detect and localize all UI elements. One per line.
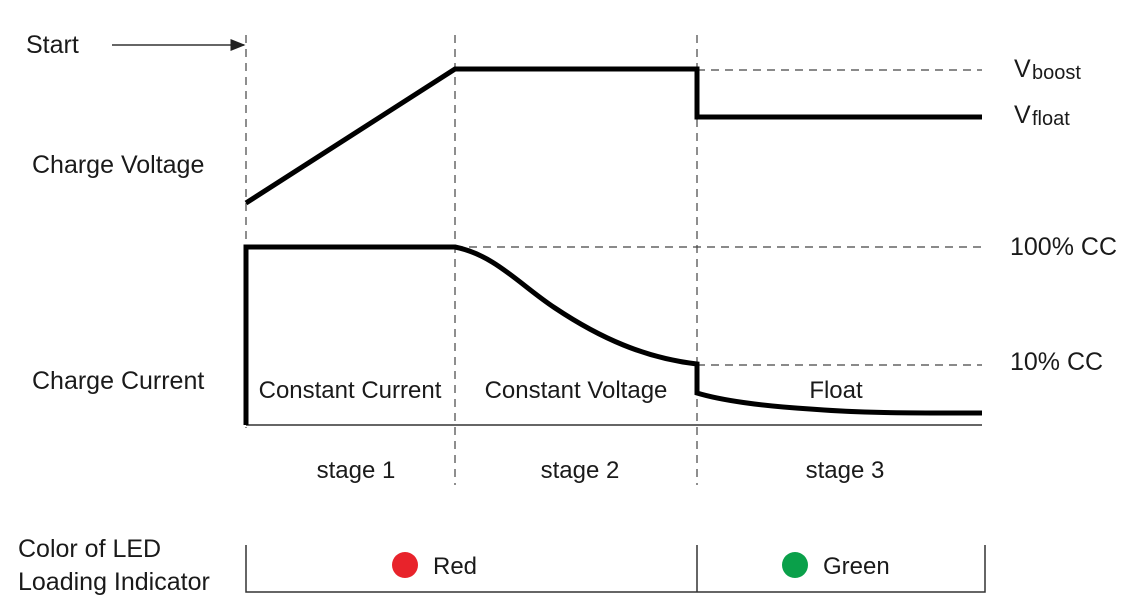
charge-voltage-label: Charge Voltage [32, 151, 204, 179]
cc10-label: 10% CC [1010, 348, 1103, 376]
charge-current-curve [243, 244, 983, 425]
stage2-label: stage 2 [541, 457, 620, 484]
vboost-label-main: V [1014, 55, 1031, 83]
red-led-label: Red [433, 553, 477, 580]
start-label: Start [26, 31, 79, 59]
vboost-label-sub: boost [1032, 62, 1081, 84]
led-title-line1: Color of LED [18, 535, 161, 563]
red-led-dot [392, 552, 418, 578]
led-bracket [245, 545, 986, 593]
mode-float-label: Float [809, 377, 863, 404]
green-led-label: Green [823, 553, 890, 580]
charge-current-label: Charge Current [32, 367, 204, 395]
led-title-line2: Loading Indicator [18, 568, 210, 596]
vfloat-label-main: V [1014, 101, 1031, 129]
vfloat-label-sub: float [1032, 108, 1070, 130]
mode-constant-voltage-label: Constant Voltage [485, 377, 668, 404]
cc100-label: 100% CC [1010, 233, 1117, 261]
stage3-label: stage 3 [806, 457, 885, 484]
charge-voltage-curve [244, 66, 982, 206]
green-led-dot [782, 552, 808, 578]
mode-constant-current-label: Constant Current [259, 377, 442, 404]
stage1-label: stage 1 [317, 457, 396, 484]
